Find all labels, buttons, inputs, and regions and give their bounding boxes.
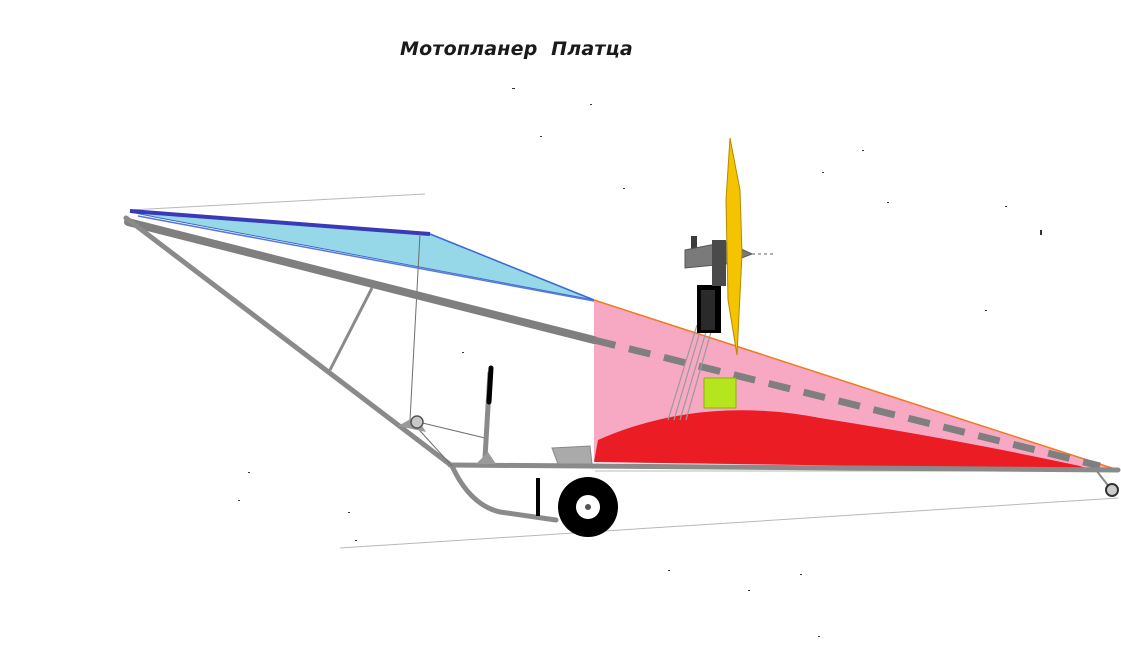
- propeller-icon: [725, 137, 743, 356]
- airframe: [123, 215, 1121, 523]
- seat-pivot: [398, 415, 426, 432]
- skid: [449, 463, 559, 523]
- front-downtube: [123, 215, 455, 469]
- keel-tube: [447, 462, 1121, 473]
- control-stick-icon: [476, 365, 496, 464]
- wing-surface: [129, 211, 595, 301]
- engine-mast: [667, 324, 714, 421]
- tail-fin-outline: [593, 299, 1119, 471]
- tail-wheel-icon: [1095, 469, 1119, 497]
- fuel-tank: [703, 377, 737, 409]
- seat-base: [551, 445, 593, 465]
- wing: [129, 209, 595, 421]
- fuselage-fairing: [594, 410, 1088, 469]
- sketch-specks: [238, 88, 1042, 637]
- tail-boom: [124, 218, 1101, 470]
- wing-leading-edge: [129, 209, 431, 236]
- wheel-icon: [558, 477, 618, 537]
- powerplant: [684, 137, 776, 356]
- drawing-title: Мотопланер Платца: [400, 38, 633, 60]
